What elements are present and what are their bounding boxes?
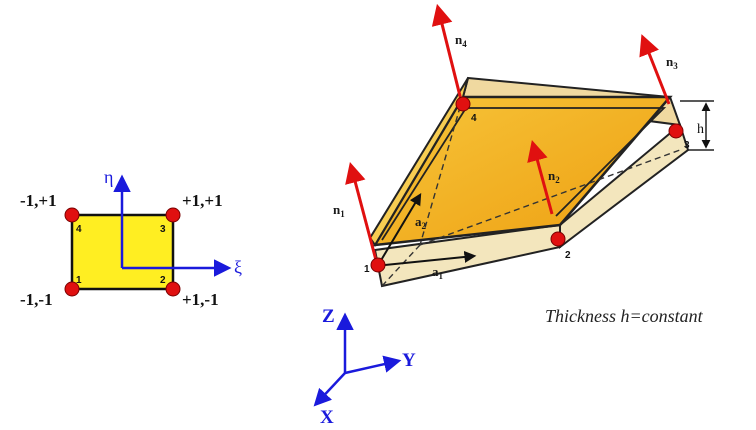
tangent-a1 xyxy=(384,250,477,266)
ref-node-label-2: 2 xyxy=(160,275,166,286)
ref-node-2 xyxy=(165,281,181,297)
eta-label: η xyxy=(104,167,113,187)
shell-top-rim xyxy=(381,107,667,241)
hidden-edge-2 xyxy=(419,149,681,246)
global-y-label: Y xyxy=(402,350,416,371)
corner-label-bottom-left: -1,-1 xyxy=(20,290,53,309)
ref-node-label-3: 3 xyxy=(160,224,166,235)
corner-label-top-left: -1,+1 xyxy=(20,191,57,210)
shell-node-1 xyxy=(370,257,386,273)
shell-node-label-4: 4 xyxy=(471,113,477,124)
global-axes: Z Y X xyxy=(313,306,416,428)
global-x-axis xyxy=(313,372,346,407)
shell-node-label-1: 1 xyxy=(364,264,370,275)
hidden-edge-1 xyxy=(419,96,464,246)
ref-node-4 xyxy=(64,207,80,223)
shell-node-4 xyxy=(455,96,471,112)
tangent-a2 xyxy=(379,192,422,263)
tangent-a1-label: a1 xyxy=(432,264,444,281)
shell-node-label-3: 3 xyxy=(684,140,690,151)
normal-n2-label: n2 xyxy=(548,168,560,185)
global-y-axis xyxy=(344,355,402,375)
normal-n4 xyxy=(431,3,464,105)
xi-label: ξ xyxy=(234,257,242,277)
thickness-label: h xyxy=(697,122,704,137)
shell-node-3 xyxy=(668,123,684,139)
corner-label-bottom-right: +1,-1 xyxy=(182,290,219,309)
global-z-label: Z xyxy=(322,306,335,327)
normal-n1 xyxy=(345,161,379,265)
ref-node-3 xyxy=(165,207,181,223)
normal-n4-label: n4 xyxy=(455,32,467,49)
corner-label-top-right: +1,+1 xyxy=(182,191,223,210)
ref-node-label-4: 4 xyxy=(76,224,82,235)
normal-n1-label: n1 xyxy=(333,202,345,219)
shell-node-label-2: 2 xyxy=(565,250,571,261)
reference-element: η ξ 4 3 1 2 -1,+1 +1,+1 -1,-1 +1,-1 xyxy=(20,167,242,309)
shell-node-2 xyxy=(550,231,566,247)
tangent-a2-label: a2 xyxy=(415,214,427,231)
normal-n2 xyxy=(527,139,554,215)
ref-node-label-1: 1 xyxy=(76,275,82,286)
thickness-caption: Thickness h=constant xyxy=(545,306,704,326)
normal-n3 xyxy=(639,34,671,105)
ref-node-1 xyxy=(64,281,80,297)
global-x-label: X xyxy=(320,407,334,428)
shell-element: h a1 a2 n1 n2 n3 n4 1 2 3 4 xyxy=(333,3,714,288)
normal-n3-label: n3 xyxy=(666,54,678,71)
